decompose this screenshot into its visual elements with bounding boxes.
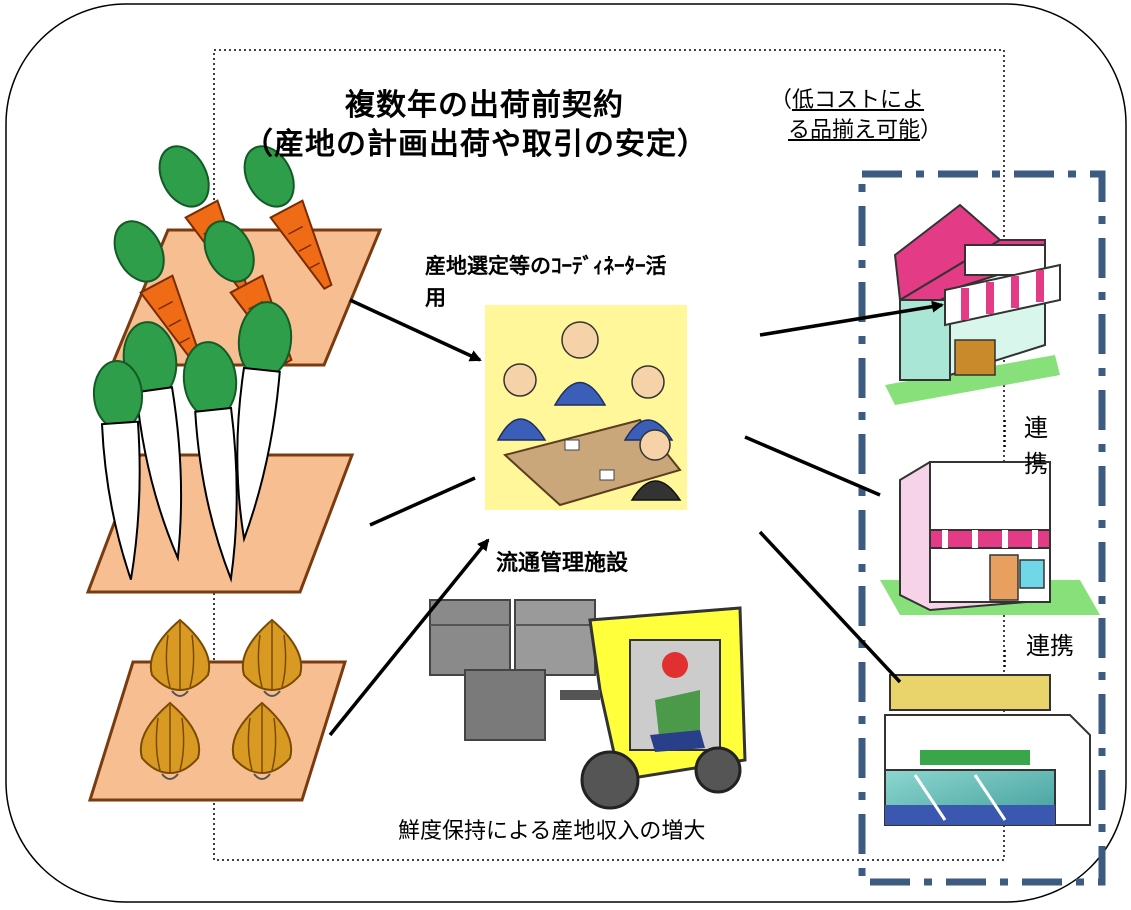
cooperation-label-vertical: 連 携 [1024,410,1054,482]
contract-title-line2: （産地の計画出荷や取引の安定） [243,127,708,162]
onion-icon [139,618,303,780]
arrow-onion-to-facility [328,538,490,737]
connector-daikon-to-meeting [369,476,476,527]
side-note-line2-text: る品揃え可能 [788,118,921,143]
side-note-paren-close: ） [920,118,943,143]
connector-meeting-to-store2 [744,435,881,497]
side-note: （低コストによ る品揃え可能） [770,86,942,146]
shop-house-icon [885,203,1061,405]
outer-frame [5,3,1127,903]
arrow-carrot-to-meeting [349,298,482,362]
store-group-frame [858,170,1106,886]
onion-field [87,660,348,802]
cooperation-label-horizontal: 連携 [1026,632,1074,660]
cooperation-label-char2: 携 [1024,450,1048,478]
convenience-store-icon [880,461,1100,615]
contract-title-line1: 複数年の出荷前契約 [345,88,624,123]
forklift-icon [429,599,747,810]
arrow-meeting-to-store1 [759,300,944,337]
coordinator-label-line1: 産地選定等のｺｰﾃﾞｨﾈｰﾀｰ活 [425,254,667,278]
coordinator-label-line2: 用 [425,286,446,310]
connector-meeting-to-store3 [758,530,902,684]
cooperation-label-char1: 連 [1024,414,1048,442]
caption-label: 鮮度保持による産地収入の増大 [398,819,706,844]
side-note-line1: （低コストによ [770,86,942,116]
business-meeting-icon [485,305,687,510]
side-note-line1-text: 低コストによ [792,88,925,113]
side-note-line2: る品揃え可能） [770,116,942,146]
supermarket-icon [884,674,1091,826]
facility-label: 流通管理施設 [496,551,629,576]
side-note-paren-open: （ [770,88,793,113]
daikon-icon [92,301,293,583]
